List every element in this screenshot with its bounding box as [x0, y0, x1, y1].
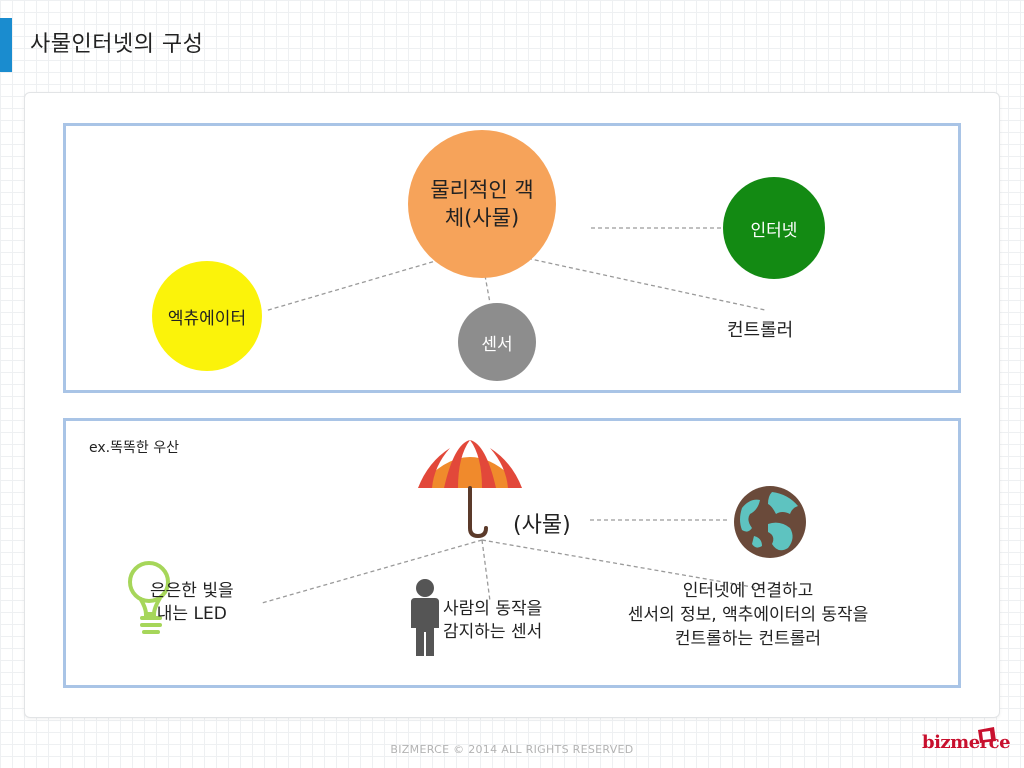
connect-controller-line2: 센서의 정보, 액추에이터의 동작을 — [627, 604, 869, 625]
detect-sensor-label-line2: 감지하는 센서 — [443, 621, 543, 642]
actuator-label: 엑츄에이터 — [167, 308, 247, 329]
thing-label: (사물) — [513, 513, 571, 538]
led-label: 은은한 빛을 내는 LED — [150, 580, 234, 626]
actuator-circle: 엑츄에이터 — [152, 261, 262, 371]
internet-circle: 인터넷 — [723, 177, 825, 279]
connect-controller-label: 인터넷에 연결하고 센서의 정보, 액추에이터의 동작을 컨트롤하는 컨트롤러 — [598, 580, 898, 651]
led-label-line2: 내는 LED — [156, 603, 227, 624]
globe-icon — [734, 486, 806, 558]
example-label: ex.똑똑한 우산 — [89, 440, 179, 456]
lightbulb-icon — [128, 561, 170, 634]
physical-object-label-line1: 물리적인 객 — [430, 177, 534, 202]
title-accent-bar — [0, 18, 12, 72]
physical-object-label-line2: 체(사물) — [444, 206, 520, 230]
bizmerce-logo: bizmerce — [922, 726, 1011, 760]
detect-sensor-label: 사람의 동작을 감지하는 센서 — [443, 598, 542, 644]
connect-controller-line1: 인터넷에 연결하고 — [682, 581, 814, 601]
connect-controller-line3: 컨트롤하는 컨트롤러 — [674, 628, 822, 649]
umbrella-icon — [418, 440, 522, 539]
sensor-circle: 센서 — [458, 303, 536, 381]
person-icon — [411, 579, 439, 656]
internet-label: 인터넷 — [750, 220, 798, 241]
logo-mark-icon — [978, 727, 996, 743]
detect-sensor-label-line1: 사람의 동작을 — [443, 599, 543, 619]
physical-object-circle: 물리적인 객 체(사물) — [408, 130, 556, 278]
footer-copyright: BIZMERCE © 2014 ALL RIGHTS RESERVED — [390, 743, 634, 756]
page-title: 사물인터넷의 구성 — [30, 32, 204, 57]
sensor-label: 센서 — [481, 334, 513, 355]
controller-label: 컨트롤러 — [727, 320, 794, 341]
led-label-line1: 은은한 빛을 — [150, 581, 234, 601]
